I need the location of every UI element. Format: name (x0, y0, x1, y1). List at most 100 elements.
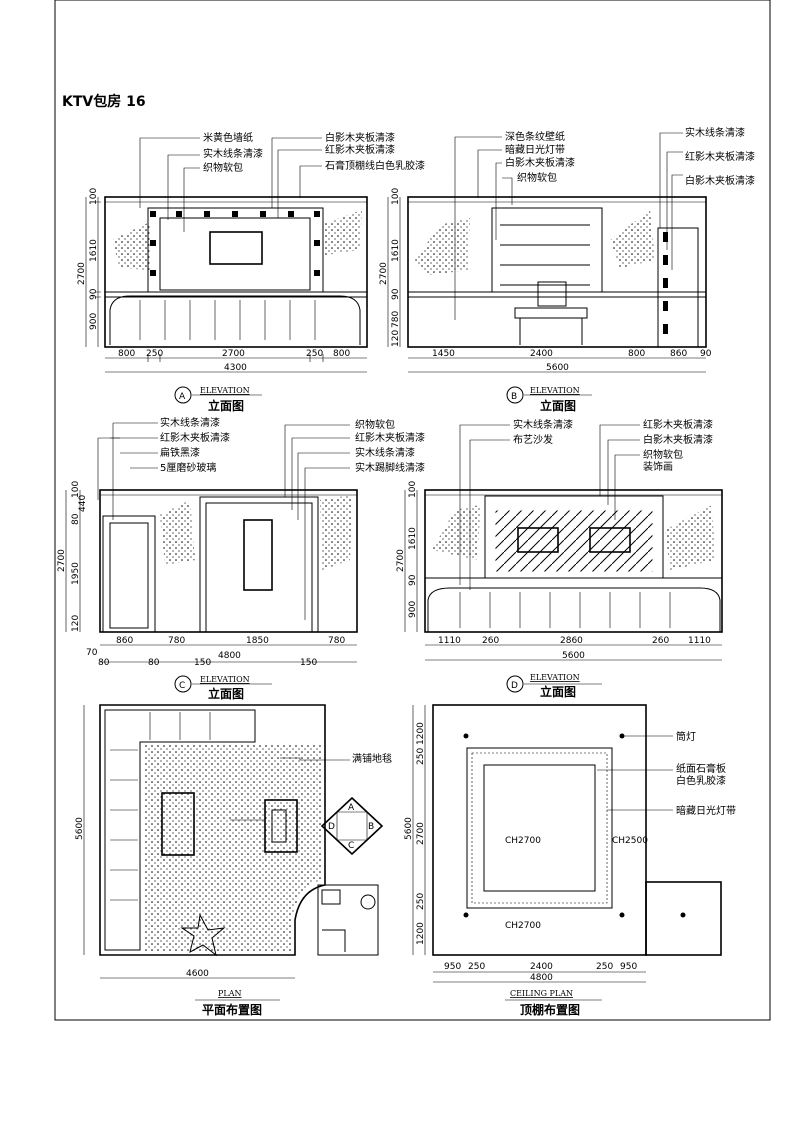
feature-panel (147, 207, 324, 293)
sofa (427, 587, 721, 632)
elevation_c-hdims-1-label: 780 (168, 636, 185, 646)
elevation-c: 实木线条清漆 红影木夹板清漆 扁铁黑漆 5厘磨砂玻璃 织物软包 红影木夹板清漆 … (57, 416, 425, 701)
elevation_a-hdims-0-label: 800 (118, 349, 135, 359)
elevation_d-total-label: 5600 (562, 651, 585, 661)
elevation_d-notes_right-1-label: 白影木夹板清漆 (643, 433, 713, 446)
wall-outline (104, 196, 368, 348)
elevation_c-hdims-2-label: 1850 (246, 636, 269, 646)
elevation_a-label_en-label: ELEVATION (200, 386, 250, 395)
elevation-d: 实木线条清漆 布艺沙发 红影木夹板清漆 白影木夹板清漆 织物软包 装饰画 100… (396, 418, 723, 699)
elevation_a-vdims-2-label: 2700 (77, 262, 87, 285)
elevation_d-hdims-1-label: 260 (482, 636, 499, 646)
elevation_d-notes_left-0-label: 实木线条清漆 (513, 418, 573, 431)
ceiling-notes-3-label: 暗藏日光灯带 (676, 804, 736, 817)
elevation_b-total-label: 5600 (546, 363, 569, 373)
upholstered-panel (159, 217, 311, 291)
ceiling-plan: 筒灯 纸面石膏板 白色乳胶漆 暗藏日光灯带 CH2700 CH2500 CH27… (404, 704, 736, 1017)
elevation_d-vdims-3-label: 90 (408, 574, 418, 586)
elevation_b-label_en-label: ELEVATION (530, 386, 580, 395)
wall-outline (407, 196, 707, 348)
elevation_c-label_cn-label: 立面图 (208, 686, 244, 701)
elevation_b-vdims-2-label: 2700 (379, 262, 389, 285)
elevation_b-hdims-3-label: 860 (670, 349, 687, 359)
elevation_d-notes_right-3-label: 装饰画 (643, 460, 673, 473)
elevation_d-notes_right-2-label: 织物软包 (643, 448, 683, 461)
mirror (537, 281, 567, 307)
elevation_d-hdims-3-label: 260 (652, 636, 669, 646)
ceiling-notes-2-label: 白色乳胶漆 (676, 774, 726, 787)
elevation_b-vdims-5-label: 120 (391, 330, 401, 347)
ceiling-label_cn-label: 顶棚布置图 (520, 1002, 580, 1017)
floor-plan: 满铺地毯 A B C D 5600 4600 PLAN 平面布置图 (75, 704, 392, 1017)
elevation_a-vdims-4-label: 900 (89, 313, 99, 330)
feature-panel (484, 495, 664, 579)
elevation_a-notes_left-0-label: 米黄色墙纸 (203, 131, 253, 144)
elevation_d-vdims-4-label: 900 (408, 601, 418, 618)
elevation_c-notes_right-2-label: 实木线条清漆 (355, 446, 415, 459)
elevation-b: 深色条纹壁纸 暗藏日光灯带 白影木夹板清漆 织物软包 实木线条清漆 红影木夹板清… (379, 126, 755, 413)
elevation_a-letter-label: A (179, 392, 186, 402)
elevation_a-notes_left-1-label: 实木线条清漆 (203, 147, 263, 160)
plan-compass-1-label: B (368, 822, 374, 832)
upholstered-panel (199, 496, 319, 633)
elevation_c-hdims2-3-label: 150 (194, 658, 211, 668)
ceiling-hdims-3-label: 250 (596, 962, 613, 972)
elevation_c-notes_right-1-label: 红影木夹板清漆 (355, 431, 425, 444)
elevation_b-hdims-4-label: 90 (700, 349, 712, 359)
compass-rose: A B C D (320, 796, 384, 856)
elevation_c-letter-label: C (179, 681, 185, 691)
ceiling-notes-0-label: 筒灯 (676, 730, 696, 743)
cove-outer (466, 747, 613, 909)
headboard-panel (491, 207, 603, 293)
elevation_b-hdims-0-label: 1450 (432, 349, 455, 359)
elevation-marker-b (506, 386, 524, 404)
corner-sofa (104, 709, 256, 951)
elevation_c-total-label: 4800 (218, 651, 241, 661)
elevation-a: 米黄色墙纸 实木线条清漆 织物软包 白影木夹板清漆 红影木夹板清漆 石膏顶棚线白… (77, 131, 425, 413)
ceiling-vdims-2-label: 2700 (416, 822, 426, 845)
elevation_b-notes_left-3-label: 织物软包 (517, 171, 557, 184)
elevation_c-notes_left-1-label: 红影木夹板清漆 (160, 431, 230, 444)
elevation_d-vdims-0-label: 100 (408, 481, 418, 498)
tv-frame (209, 231, 263, 265)
door (657, 227, 699, 348)
painting-right (589, 527, 631, 553)
sofa (109, 295, 361, 345)
elevation_c-vdims-2-label: 80 (71, 513, 81, 525)
elevation_b-notes_right-0-label: 实木线条清漆 (685, 126, 745, 139)
ceiling-label_en-label: CEILING PLAN (510, 989, 573, 998)
elevation_b-hdims-2-label: 800 (628, 349, 645, 359)
elevation_c-notes_left-2-label: 扁铁黑漆 (160, 446, 200, 459)
elevation_c-vdims-4-label: 1950 (71, 562, 81, 585)
elevation_c-hdims-3-label: 780 (328, 636, 345, 646)
elevation_c-vdims-5-label: 120 (71, 615, 81, 632)
plan-hdim-label: 4600 (186, 969, 209, 979)
elevation_a-hdims-2-label: 2700 (222, 349, 245, 359)
panel-studs (150, 211, 320, 276)
plan-label_en-label: PLAN (218, 989, 241, 998)
ceiling-hdims-2-label: 2400 (530, 962, 553, 972)
elevation_c-hdims-0-label: 860 (116, 636, 133, 646)
elevation_c-hdims2-4-label: 150 (300, 658, 317, 668)
ceiling-notes-1-label: 纸面石膏板 (676, 762, 726, 775)
elevation_c-hdims2-1-label: 80 (98, 658, 110, 668)
glass-door (102, 515, 156, 633)
ceiling-vdims-1-label: 250 (416, 748, 426, 765)
elevation_a-notes_right-0-label: 白影木夹板清漆 (325, 131, 395, 144)
ceiling-outline (432, 704, 647, 956)
elevation_b-notes_left-0-label: 深色条纹壁纸 (505, 130, 565, 143)
elevation_c-vdims-1-label: 440 (78, 495, 88, 512)
elevation_b-vdims-3-label: 90 (391, 288, 401, 300)
elevation_d-label_en-label: ELEVATION (530, 673, 580, 682)
ceiling-hdims-0-label: 950 (444, 962, 461, 972)
ceiling-hdims-1-label: 250 (468, 962, 485, 972)
painting-left (517, 527, 559, 553)
elevation_c-hdims2-2-label: 80 (148, 658, 160, 668)
elevation_b-notes_left-1-label: 暗藏日光灯带 (505, 143, 565, 156)
elevation_b-label_cn-label: 立面图 (540, 398, 576, 413)
elevation_d-letter-label: D (511, 681, 518, 691)
elevation_c-notes_right-3-label: 实木踢脚线清漆 (355, 461, 425, 474)
downlights (463, 733, 686, 918)
elevation_a-vdims-0-label: 100 (89, 188, 99, 205)
